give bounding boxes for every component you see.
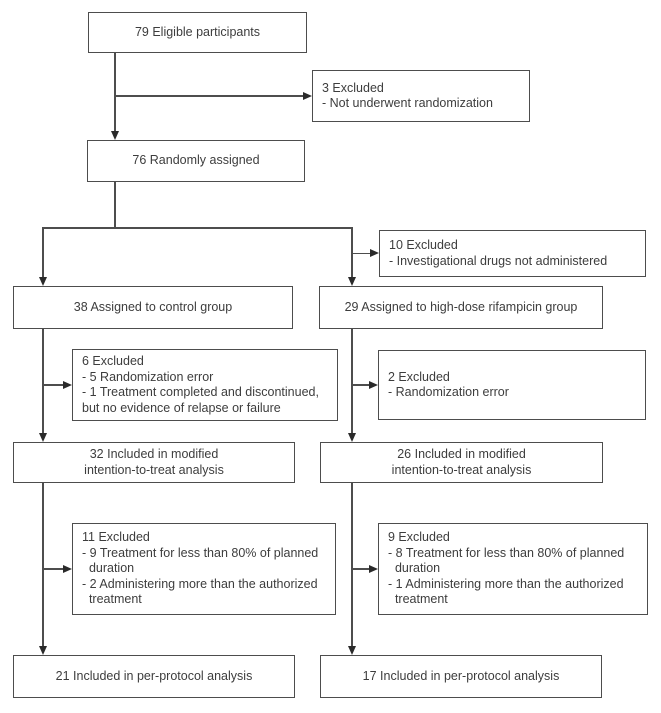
connector-to-excluded-rifampicin-randomization [352, 384, 369, 386]
connector-to-excluded-control-per-protocol [43, 568, 63, 570]
box-mitt-control: 32 Included in modified intention-to-tre… [13, 442, 295, 483]
connector-mitt-control-to-pp [42, 483, 44, 646]
box-excluded-not-randomized-text: 3 Excluded - Not underwent randomization [322, 80, 493, 111]
box-assigned-control: 38 Assigned to control group [13, 286, 293, 329]
arrowhead-down-icon [38, 433, 47, 442]
arrowhead-right-icon [303, 91, 312, 100]
box-excluded-control-randomization: 6 Excluded - 5 Randomization error - 1 T… [72, 349, 338, 421]
arrowhead-right-icon [369, 380, 378, 389]
arrowhead-right-icon [370, 248, 379, 257]
arrowhead-down-icon [110, 131, 119, 140]
box-excluded-control-per-protocol: 11 Excluded - 9 Treatment for less than … [72, 523, 336, 615]
box-excluded-drugs-not-administered-text: 10 Excluded - Investigational drugs not … [389, 238, 608, 268]
box-eligible: 79 Eligible participants [88, 12, 307, 53]
box-mitt-rifampicin: 26 Included in modified intention-to-tre… [320, 442, 603, 483]
box-randomized-text: 76 Randomly assigned [132, 153, 260, 168]
connector-rifampicin-to-mitt [351, 329, 353, 433]
arrowhead-right-icon [63, 564, 72, 573]
box-assigned-control-text: 38 Assigned to control group [73, 299, 233, 314]
box-mitt-rifampicin-text: 26 Included in modified intention-to-tre… [391, 447, 532, 477]
connector-to-excluded-rifampicin-per-protocol [352, 568, 369, 570]
arrowhead-down-icon [38, 277, 47, 286]
connector-to-excluded-not-randomized [115, 95, 303, 97]
connector-branch-horizontal [42, 227, 353, 229]
arrowhead-down-icon [38, 646, 47, 655]
box-excluded-not-randomized: 3 Excluded - Not underwent randomization [312, 70, 530, 122]
connector-mitt-rifampicin-to-pp [351, 483, 353, 646]
box-excluded-control-randomization-text: 6 Excluded - 5 Randomization error - 1 T… [82, 354, 319, 415]
box-randomized: 76 Randomly assigned [87, 140, 305, 182]
box-per-protocol-rifampicin: 17 Included in per-protocol analysis [320, 655, 602, 698]
connector-randomized-down [114, 182, 116, 228]
box-excluded-rifampicin-randomization-text: 2 Excluded - Randomization error [388, 369, 509, 400]
arrowhead-right-icon [63, 380, 72, 389]
box-per-protocol-control: 21 Included in per-protocol analysis [13, 655, 295, 698]
arrowhead-down-icon [347, 277, 356, 286]
box-per-protocol-control-text: 21 Included in per-protocol analysis [55, 668, 253, 683]
box-excluded-control-per-protocol-text: 11 Excluded - 9 Treatment for less than … [82, 530, 319, 607]
arrowhead-down-icon [347, 646, 356, 655]
box-assigned-rifampicin: 29 Assigned to high-dose rifampicin grou… [319, 286, 603, 329]
connector-to-excluded-drugs [352, 252, 370, 254]
arrowhead-right-icon [369, 564, 378, 573]
connector-branch-to-rifampicin [351, 227, 353, 278]
box-assigned-rifampicin-text: 29 Assigned to high-dose rifampicin grou… [344, 299, 578, 314]
connector-control-to-mitt [42, 329, 44, 433]
box-per-protocol-rifampicin-text: 17 Included in per-protocol analysis [362, 668, 560, 683]
arrowhead-down-icon [347, 433, 356, 442]
box-excluded-rifampicin-per-protocol-text: 9 Excluded - 8 Treatment for less than 8… [388, 530, 625, 607]
connector-eligible-to-randomized [114, 53, 116, 131]
box-mitt-control-text: 32 Included in modified intention-to-tre… [84, 447, 224, 477]
connector-to-excluded-control-randomization [43, 384, 63, 386]
connector-branch-to-control [42, 227, 44, 278]
box-excluded-drugs-not-administered: 10 Excluded - Investigational drugs not … [379, 230, 646, 277]
box-eligible-text: 79 Eligible participants [134, 24, 261, 39]
box-excluded-rifampicin-per-protocol: 9 Excluded - 8 Treatment for less than 8… [378, 523, 648, 615]
box-excluded-rifampicin-randomization: 2 Excluded - Randomization error [378, 350, 646, 420]
